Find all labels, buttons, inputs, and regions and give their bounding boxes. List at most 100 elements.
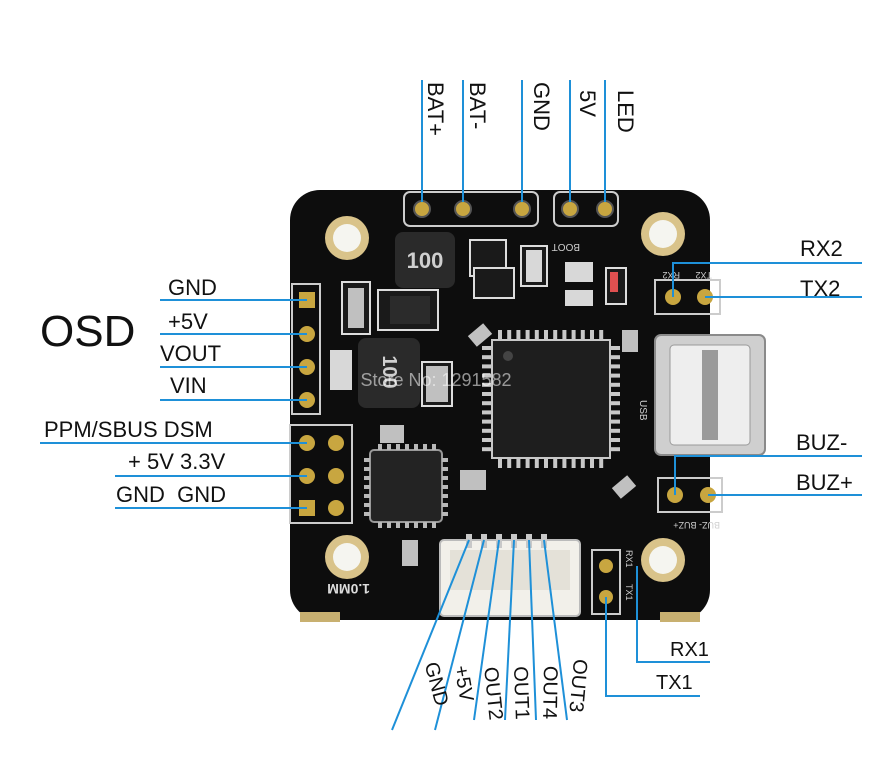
mcu-pin [482, 428, 492, 433]
mcu-pin [544, 330, 548, 340]
mcu-pin [562, 330, 567, 340]
mcu-pin [610, 346, 620, 350]
pin-label-bat-plus: BAT+ [423, 82, 448, 137]
wire-out-5v [434, 539, 485, 731]
mcu-pin [498, 330, 502, 340]
wire-rx2 [672, 262, 862, 297]
tx2-silk-label: TX2 [695, 270, 712, 280]
wire-out-gnd [391, 539, 470, 731]
pin-label-rx2: RX2 [800, 236, 843, 261]
osd-pin [414, 522, 418, 528]
pin-label-buz-plus: BUZ+ [796, 470, 853, 495]
wire-out2 [473, 539, 500, 721]
mcu-pin [482, 438, 492, 442]
osd-pin [378, 522, 382, 528]
pin-label-osd-vout: VOUT [160, 341, 222, 366]
osd-pin [364, 494, 370, 498]
osd-pin [364, 458, 370, 462]
mcu-pin [498, 458, 502, 468]
pin-label-ppm-sbus-dsm: PPM/SBUS DSM [44, 417, 213, 442]
pin-label-out1: OUT1 [509, 665, 533, 721]
buzzer-silk-label: BUZ- BUZ+ [673, 520, 720, 530]
osd-pin [432, 522, 436, 528]
usb-connector [654, 334, 766, 456]
osd-pin [405, 522, 409, 528]
pin-label-rx-gnd: GND GND [116, 482, 226, 507]
mcu-pin [610, 428, 620, 433]
mcu-pin [482, 382, 492, 387]
wire-tx1 [605, 597, 700, 697]
mcu-pin [599, 458, 604, 468]
mcu-pin [553, 330, 558, 340]
mcu-pin [534, 458, 539, 468]
mcu-pin [610, 373, 620, 378]
mcu-chip [491, 339, 611, 459]
mcu-pin [610, 392, 620, 396]
rx2-silk-label: RX2 [662, 270, 680, 280]
mcu-pin [544, 458, 548, 468]
board-edge-foam [300, 612, 340, 622]
mcu-pin [482, 447, 492, 452]
pin-label-bat-minus: BAT- [465, 82, 490, 130]
pin-label-tx1: TX1 [656, 672, 693, 694]
osd-pin [442, 467, 448, 471]
mcu-pin [482, 346, 492, 350]
osd-pin [423, 522, 427, 528]
usb-silk-label: USB [637, 400, 648, 421]
osd-pin [387, 522, 391, 528]
mcu-pin [482, 419, 492, 424]
osd-pin [364, 503, 370, 507]
osd-pin [432, 444, 436, 450]
osd-chip [369, 449, 443, 523]
mcu-pin [580, 330, 585, 340]
left-osd-header [291, 283, 321, 415]
osd-pin [387, 444, 391, 450]
osd-pin [442, 494, 448, 498]
smd-components [330, 239, 638, 566]
inductor-top [395, 232, 455, 288]
pin-label-rx-power: + 5V 3.3V [128, 449, 226, 474]
mcu-pin [599, 330, 604, 340]
watermark: Store No: 1291582 [360, 370, 511, 390]
boot-silk-label: BOOT [552, 241, 580, 252]
osd-pin [442, 485, 448, 489]
pin-label-rx1: RX1 [670, 639, 709, 661]
pin-label-osd-5v: +5V [168, 309, 208, 334]
mcu-pin [580, 458, 585, 468]
osd-pin [364, 467, 370, 471]
osd-pin [364, 485, 370, 489]
mcu-pin [610, 419, 620, 424]
pin-label-out2: OUT2 [479, 665, 507, 722]
mcu-pin [482, 373, 492, 378]
connector-silk-label: 1.0MM [327, 581, 370, 597]
mcu-pin [610, 447, 620, 452]
inductor-top-label: 100 [407, 248, 444, 273]
mcu-pin [610, 438, 620, 442]
osd-pin [442, 503, 448, 507]
osd-chip-pins [364, 444, 448, 528]
osd-pin [364, 512, 370, 516]
wire-out1 [504, 539, 515, 721]
mcu-pin [610, 364, 620, 369]
mcu-pins [482, 330, 620, 468]
osd-pin [364, 476, 370, 480]
mcu-pin [516, 458, 521, 468]
mcu-pin [610, 382, 620, 387]
osd-pin [396, 444, 400, 450]
pin-label-tx2: TX2 [800, 276, 841, 301]
mcu-pin [590, 458, 594, 468]
pin-label-5v-top: 5V [575, 90, 600, 117]
mcu-pin [562, 458, 567, 468]
mcu-pin [534, 330, 539, 340]
osd-pin [423, 444, 427, 450]
osd-pin [442, 512, 448, 516]
wire-out3 [543, 539, 568, 721]
mounting-holes [325, 212, 685, 582]
osd-pin [442, 458, 448, 462]
mcu-pin [482, 364, 492, 369]
pin-label-osd-vin: VIN [170, 373, 207, 398]
mcu-pin [516, 330, 521, 340]
mcu-pin [571, 458, 576, 468]
mcu-pin [610, 410, 620, 415]
